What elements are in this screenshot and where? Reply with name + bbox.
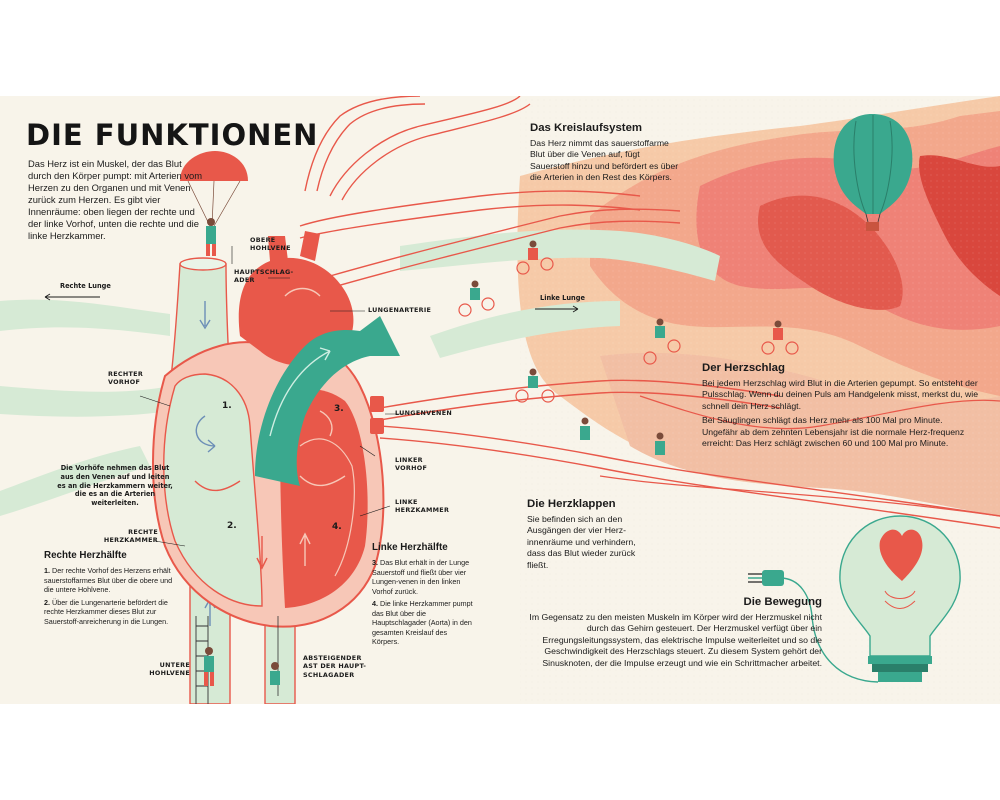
chamber-number-4: 4. — [332, 522, 342, 532]
label-linke-lunge: Linke Lunge — [540, 294, 585, 302]
pulmonary-veins — [299, 190, 1000, 529]
herzschlag-p1: Bei jedem Herzschlag wird Blut in die Ar… — [702, 378, 979, 411]
herzschlag-block: Der Herzschlag Bei jedem Herzschlag wird… — [702, 362, 980, 449]
aorta-branches — [304, 96, 531, 201]
vorhoefe-note: Die Vorhöfe nehmen das Blut aus den Vene… — [57, 464, 173, 508]
chamber-number-3: 3. — [334, 404, 344, 414]
pulmonary-artery — [255, 316, 400, 486]
bewegung-text: Im Gegensatz zu den meisten Muskeln im K… — [529, 612, 822, 668]
kreislauf-block: Das Kreislaufsystem Das Herz nimmt das s… — [530, 122, 680, 184]
heart — [152, 341, 385, 628]
vein-ports — [370, 396, 384, 434]
heart-light-bulb — [839, 515, 961, 682]
rechte-herzhaelfte-heading: Rechte Herzhälfte — [44, 550, 127, 561]
herzklappen-block: Die Herzklappen Sie befinden sich an den… — [527, 498, 647, 571]
riders — [470, 240, 783, 455]
ladder-climbers — [195, 616, 280, 704]
herzschlag-p2: Bei Säuglingen schlägt das Herz mehr als… — [702, 415, 965, 449]
linke-item-3: 3. Das Blut erhält in der Lunge Sauersto… — [372, 558, 470, 596]
linke-herzhaelfte-block: Linke Herzhälfte 3. Das Blut erhält in d… — [372, 542, 476, 650]
label-linke-herzkammer: LINKE HERZKAMMER — [395, 498, 450, 515]
rechte-item-1: 1. Der rechte Vorhof des Herzens erhält … — [44, 566, 173, 594]
label-rechte-herzkammer: RECHTE HERZKAMMER — [103, 528, 158, 545]
kreislauf-heading: Das Kreislaufsystem — [530, 122, 643, 134]
label-linker-vorhof: LINKER VORHOF — [395, 456, 428, 473]
lung-arrows — [44, 293, 579, 313]
page-title: DIE FUNKTIONEN — [26, 118, 319, 152]
lung-vessels-left — [0, 299, 170, 516]
book-spread: DIE FUNKTIONEN Das Herz ist ein Muskel, … — [0, 96, 1000, 704]
kreislauf-text: Das Herz nimmt das sauerstoffarme Blut ü… — [530, 138, 679, 183]
plug-cable — [748, 570, 879, 683]
label-untere-hohlvene: UNTERE HOHLVENE — [149, 661, 190, 678]
label-obere-hohlvene: OBERE HOHLVENE — [250, 236, 291, 253]
label-lungenarterie: LUNGENARTERIE — [368, 306, 432, 314]
label-lungenvenen: LUNGENVENEN — [395, 409, 453, 417]
label-absteigender-ast: ABSTEIGENDER AST DER HAUPT- SCHLAGADER — [303, 654, 367, 679]
linke-item-4: 4. Die linke Herzkammer pumpt das Blut ü… — [372, 599, 473, 646]
intro-text: Das Herz ist ein Muskel, der das Blut du… — [28, 158, 203, 241]
chamber-number-1: 1. — [222, 401, 232, 411]
bewegung-heading: Die Bewegung — [743, 596, 822, 608]
label-rechte-lunge: Rechte Lunge — [60, 282, 111, 290]
linke-herzhaelfte-heading: Linke Herzhälfte — [372, 542, 448, 553]
herzklappen-heading: Die Herzklappen — [527, 498, 616, 510]
herzklappen-text: Sie befinden sich an den Ausgängen der v… — [527, 514, 636, 570]
hot-air-balloon — [833, 114, 913, 231]
bewegung-block: Die Bewegung Im Gegensatz zu den meisten… — [516, 596, 822, 669]
leader-lines — [139, 246, 405, 547]
herzschlag-heading: Der Herzschlag — [702, 362, 785, 374]
rechte-item-2: 2. Über die Lungenarterie befördert die … — [44, 597, 169, 626]
heart-illustration — [0, 96, 1000, 704]
label-rechter-vorhof: RECHTER VORHOF — [108, 370, 144, 387]
lung-vessels-right — [400, 229, 720, 358]
label-hauptschlagader: HAUPTSCHLAG- ADER — [234, 268, 294, 285]
cyclists — [458, 257, 799, 403]
rechte-herzhaelfte-block: Rechte Herzhälfte 1. Der rechte Vorhof d… — [44, 550, 174, 629]
chamber-number-2: 2. — [227, 521, 237, 531]
parachutist — [180, 151, 248, 256]
